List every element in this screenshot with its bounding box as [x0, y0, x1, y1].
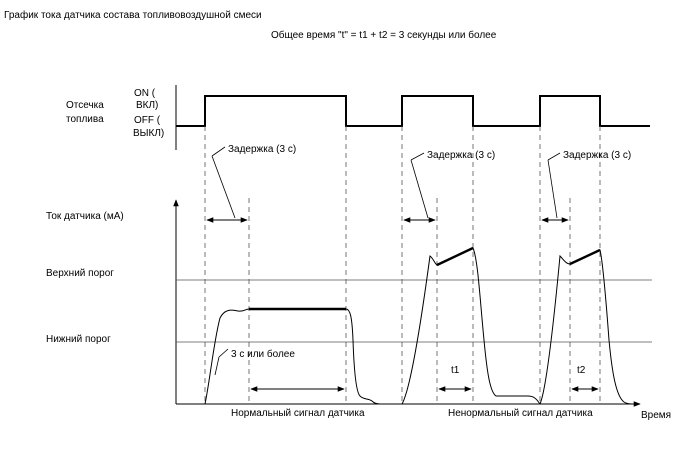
fuel-off-label-line1: OFF ( [134, 115, 161, 126]
fuel-cut-label-line1: Отсечка [66, 100, 104, 111]
delay-label-2: Задержка (3 с) [427, 150, 495, 161]
fuel-off-label-line2: ВЫКЛ) [133, 128, 164, 139]
delay-label-1: Задержка (3 с) [228, 144, 296, 155]
duration-label: 3 с или более [231, 348, 295, 360]
abnormal-bold-2 [569, 248, 601, 266]
abnormal-bold-1 [436, 246, 474, 267]
fuel-on-label-line2: ВКЛ) [136, 100, 158, 111]
duration-leader-b [214, 356, 220, 376]
normal-sensor-curve [204, 308, 381, 405]
upper-threshold-label: Верхний порог [46, 268, 114, 279]
delay-leader-2b [410, 159, 429, 219]
fuel-on-label-line1: ON ( [134, 88, 156, 99]
t1-label: t1 [451, 365, 460, 376]
abnormal-sensor-curve [401, 247, 633, 405]
diagram-subtitle: Общее время "t" = t1 + t2 = 3 секунды ил… [271, 29, 497, 41]
diagram-title: График тока датчика состава топливовозду… [4, 9, 262, 21]
delay-leader-2 [410, 152, 425, 161]
delay-leader-3 [547, 152, 561, 161]
delay-leader-1 [211, 146, 226, 157]
normal-signal-label: Нормальный сигнал датчика [231, 408, 365, 419]
fuel-cut-label-line2: топлива [66, 114, 104, 125]
lower-threshold-label: Нижний порог [46, 334, 111, 345]
delay-leader-1b [211, 155, 236, 219]
t2-label: t2 [577, 365, 586, 376]
delay-leader-3b [547, 159, 558, 219]
current-axis-label: Ток датчика (мА) [46, 211, 124, 222]
timing-guide-lines [204, 126, 601, 404]
delay-label-3: Задержка (3 с) [563, 150, 631, 161]
abnormal-signal-label: Ненормальный сигнал датчика [448, 408, 593, 419]
fuel-cut-waveform [176, 95, 650, 127]
duration-leader [218, 348, 229, 358]
x-axis-label: Время [641, 410, 671, 421]
